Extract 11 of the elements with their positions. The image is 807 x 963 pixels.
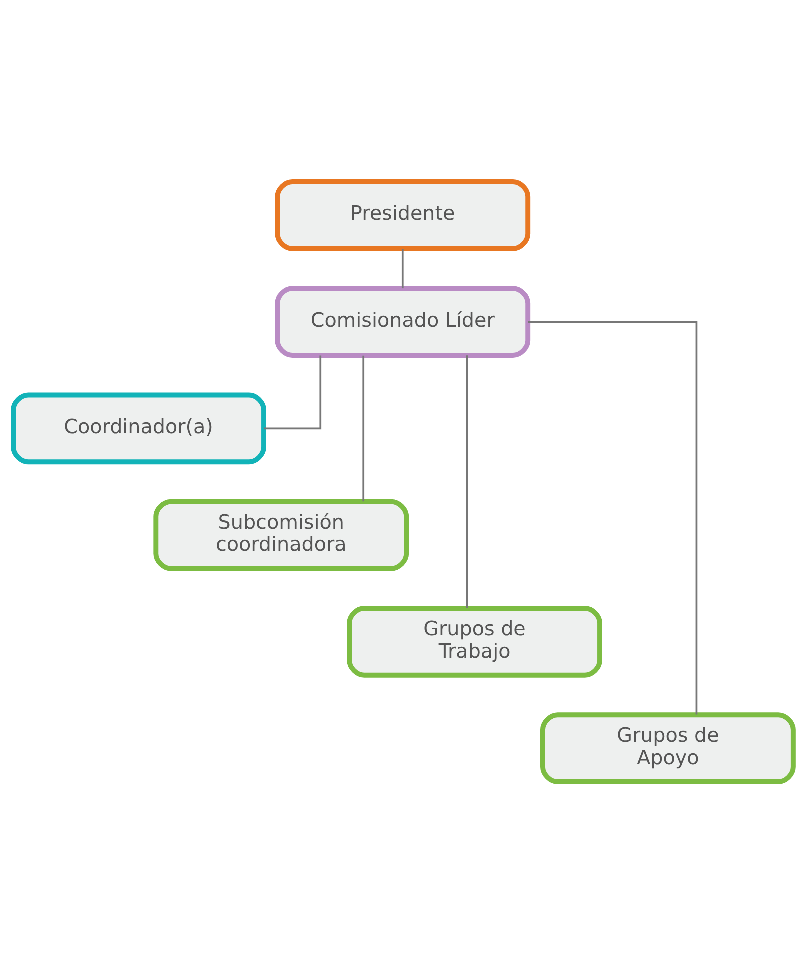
node-box: Comisionado Líder [275, 286, 531, 358]
node-box: Grupos de Apoyo [540, 712, 796, 784]
connector [362, 355, 365, 502]
connector [264, 355, 322, 430]
connector [466, 355, 468, 608]
node-box: Coordinador(a) [11, 392, 266, 464]
connector [528, 320, 698, 714]
node-box: Subcomisión coordinadora [154, 498, 410, 571]
node-box: Presidente [275, 178, 531, 251]
connector [402, 248, 404, 288]
node-box: Grupos de Trabajo [347, 605, 602, 678]
